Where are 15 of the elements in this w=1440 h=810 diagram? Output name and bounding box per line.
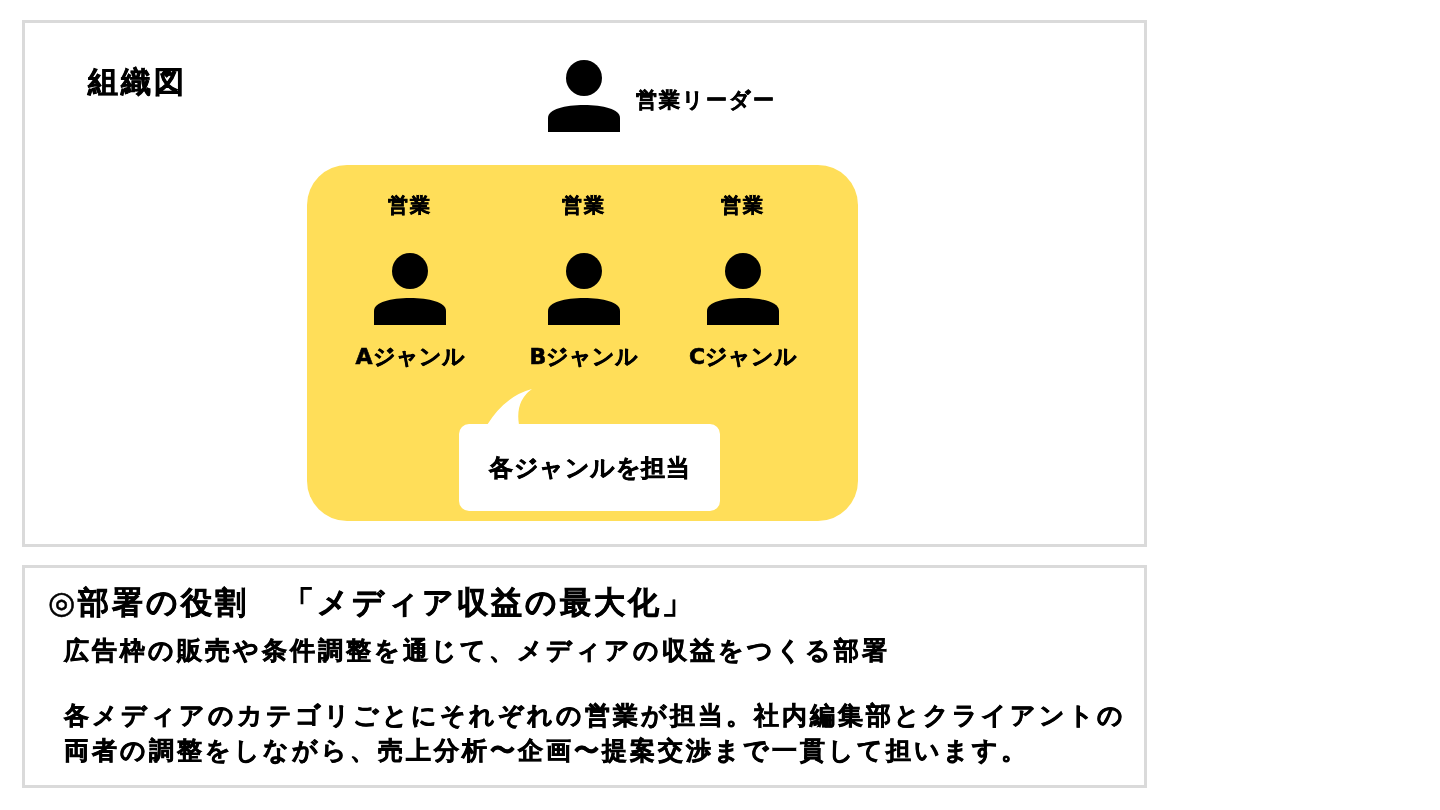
- role-label: 営業リーダー: [636, 90, 776, 111]
- team-panel: [307, 165, 858, 521]
- role-label: 営業: [387, 195, 433, 215]
- chart-panel: [22, 20, 1147, 547]
- section-heading: ◎部署の役割 「メディア収益の最大化」: [48, 587, 697, 618]
- genre-label: Cジャンル: [688, 346, 798, 368]
- bubble-text: 各ジャンルを担当: [489, 456, 690, 480]
- description-text: 各メディアのカテゴリごとにそれぞれの営業が担当。社内編集部とクライアントの両者の調整をしながら、売上分析〜企画〜提案交渉まで一貫して担います。: [64, 700, 1127, 767]
- summary-text: 広告枠の販売や条件調整を通じて、メディアの収益をつくる部署: [64, 638, 890, 663]
- chart-title: 組織図: [88, 67, 187, 97]
- role-label: 営業: [561, 195, 607, 215]
- genre-label: Bジャンル: [529, 346, 639, 368]
- info-panel: [22, 565, 1147, 788]
- role-label: 営業: [720, 195, 766, 215]
- genre-label: Aジャンル: [355, 346, 465, 368]
